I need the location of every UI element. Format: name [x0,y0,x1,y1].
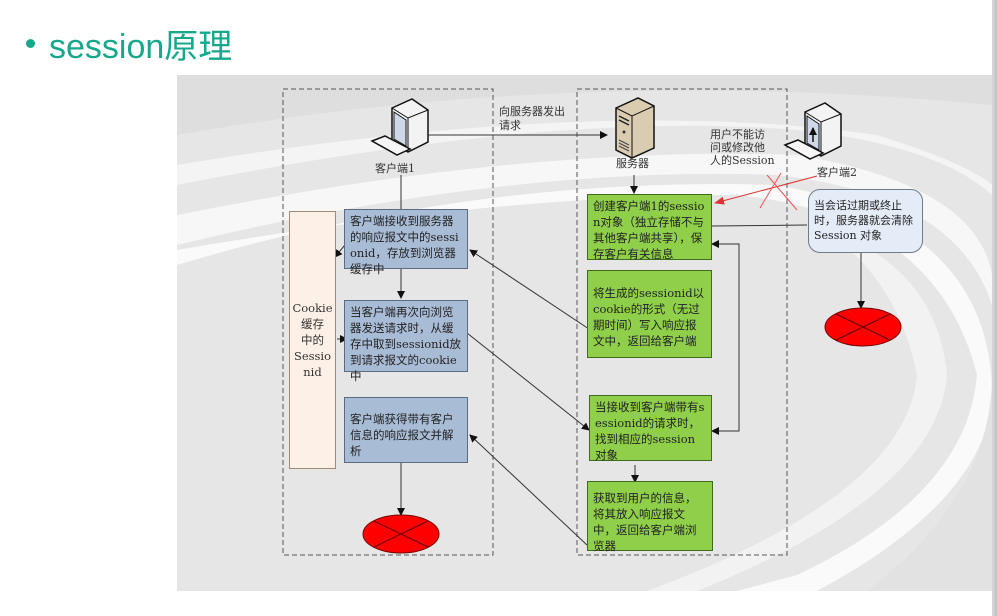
arrow-s4-box3 [469,434,588,546]
cookie-session-box: Cookie 缓存 中的 Sessio nid [289,211,336,469]
client1-label: 客户端1 [375,162,415,175]
client-step-receive: 客户端接收到服务器的响应报文中的sessionid，存放到浏览器缓存中 [344,209,468,276]
diagram-svg [177,75,992,591]
server-label: 服务器 [616,157,649,170]
bullet-icon [26,38,35,48]
line-s1-note [711,224,808,227]
cross-mark [759,172,798,211]
arrow-s2-box1 [469,249,590,330]
client-step-resend: 当客户端再次向浏览器发送请求时，从缓存中取到sessionid放到请求报文的co… [344,300,468,383]
diagram-canvas: 客户端1 向服务器发出 请求 服务器 用户不能访 问或修改他 人的Session… [177,75,992,591]
end-node-session [824,307,902,347]
slide-title: session原理 [22,18,232,68]
request-label: 向服务器发出 请求 [499,105,565,132]
no-access-note: 用户不能访 问或修改他 人的Session [710,128,775,167]
client-lane [282,88,494,556]
slide-edge [992,0,997,616]
computer-icon [370,98,429,156]
server-icon [615,97,655,159]
server-step-create: 创建客户端1的session对象（独立存储不与其他客户端共享），保存客户有关信息 [587,194,712,261]
server-lane [576,88,788,556]
server-step-write-cookie: 将生成的sessionid以cookie的形式（无过期时间）写入响应报文中，返回… [587,270,712,358]
client-step-parse: 客户端获得带有客户信息的响应报文并解析 [344,397,468,463]
session-expire-note: 当会话过期或终止时，服务器就会清除Session 对象 [808,189,923,253]
end-node-client [362,514,440,554]
slide-title-text: session原理 [49,27,233,66]
server-step-find: 当接收到客户端带有sessionid的请求时，找到相应的session对象 [589,395,712,462]
client2-label: 客户端2 [817,166,857,179]
server-step-respond: 获取到用户的信息，将其放入响应报文中，返回给客户端浏览器 [587,481,713,553]
arrow-box2-s3 [466,332,590,431]
computer-icon [783,102,842,160]
arrow-denied [714,175,818,205]
